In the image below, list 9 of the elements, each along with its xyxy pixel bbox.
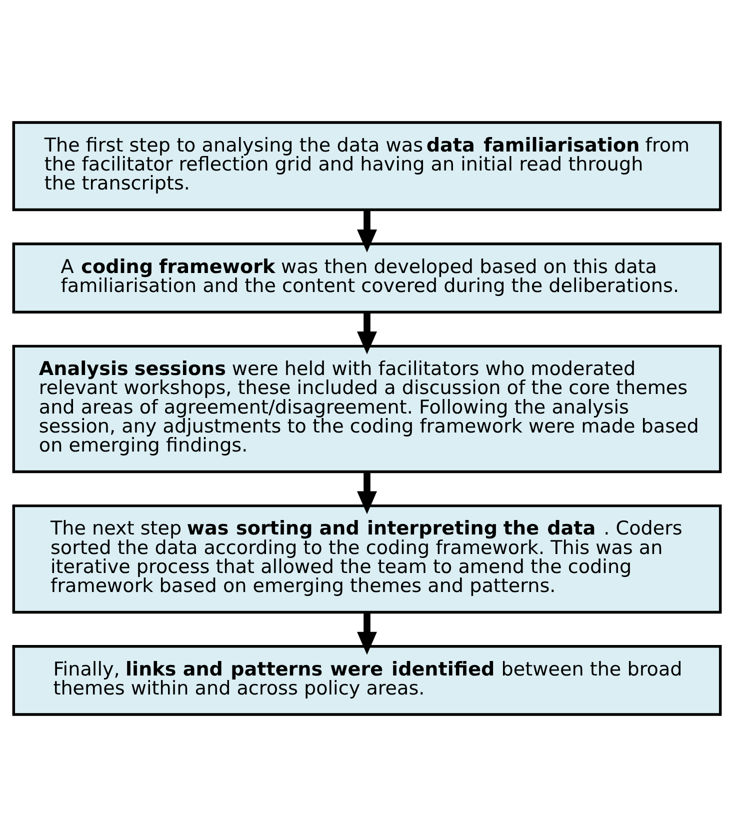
arrow (357, 210, 377, 252)
arrow (357, 312, 377, 354)
node-box: A coding framework was then developed based on this data familiarisation and the content covered during the deliberations. (12, 242, 722, 313)
node-box: The next step was sorting and interpreting the data. Coders sorted the data according to the coding framework. This was an iterative process that allowed the team to amend the coding framework based on emerging themes and patterns. (12, 504, 722, 614)
arrow (357, 612, 377, 654)
arrow (357, 471, 377, 514)
node-box: Analysis sessions were held with facilitators who moderated relevant workshops, these included a discussion of the core themes and areas of agreement/disagreement. Following the analysis session, any adjustments to the coding framework were made based on emerging findings. (12, 344, 722, 473)
node-box: Finally, links and patterns were identified between the broad themes within and across policy areas. (12, 644, 722, 716)
node-box: The first step to analysing the data was data familiarisation from the facilitator reflection grid and having an initial read through the transcripts. (12, 120, 722, 211)
